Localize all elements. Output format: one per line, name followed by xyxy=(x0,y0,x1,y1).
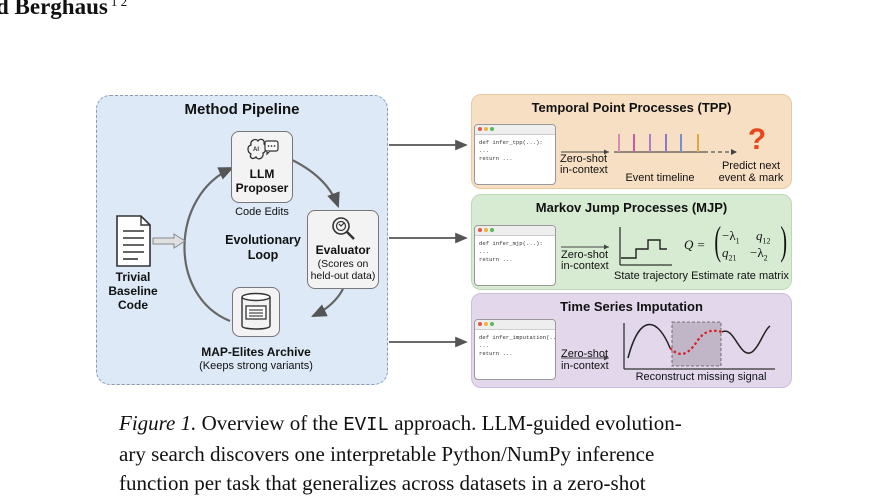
method-name: EVIL xyxy=(343,414,389,436)
tpp-timeline-label: Event timeline xyxy=(625,172,695,184)
document-icon xyxy=(116,215,151,267)
evaluator-title: Evaluator xyxy=(315,243,371,257)
ts-code-line: ... xyxy=(479,342,490,349)
baseline-to-loop-arrow xyxy=(152,233,186,249)
archive-sub: (Keeps strong variants) xyxy=(199,360,313,372)
tpp-code-window: def infer_tpp(...): ... return ... xyxy=(474,124,556,185)
baseline-label-3: Code xyxy=(118,298,148,312)
tpp-predict-1: Predict next xyxy=(721,160,781,172)
evaluator-node: Evaluator (Scores on held-out data) xyxy=(307,210,379,289)
loop-label-1: Evolutionary xyxy=(225,233,301,247)
magnifier-icon xyxy=(332,217,355,240)
ts-title: Time Series Imputation xyxy=(560,299,703,314)
baseline-label-1: Trivial xyxy=(115,270,151,284)
caption-text: Overview of the xyxy=(196,411,344,435)
svg-text:AI: AI xyxy=(253,147,259,153)
mjp-zero-shot-2: in-context xyxy=(561,260,609,272)
caption-text: approach. LLM-guided evolution- xyxy=(388,411,682,435)
brain-ai-icon: AI xyxy=(247,138,279,160)
tpp-code-line: return ... xyxy=(479,155,513,162)
mjp-rate-label: Estimate rate matrix xyxy=(691,270,789,282)
caption-line-3: function per task that generalizes acros… xyxy=(119,471,646,495)
ts-zero-shot-1: Zero-shot xyxy=(561,348,609,360)
evaluator-sub-2: held-out data) xyxy=(310,270,376,282)
matrix-b: q12 xyxy=(756,228,771,246)
archive-title: MAP-Elites Archive xyxy=(201,345,311,359)
proposer-title-2: Proposer xyxy=(235,181,289,195)
tpp-title: Temporal Point Processes (TPP) xyxy=(531,100,732,115)
mjp-code-line: ... xyxy=(479,248,490,255)
mjp-zero-shot-1: Zero-shot xyxy=(561,249,609,261)
pipeline-title: Method Pipeline xyxy=(184,101,300,118)
figure-caption: Figure 1. Overview of the EVIL approach.… xyxy=(119,409,682,498)
mjp-trajectory-label: State trajectory xyxy=(614,270,688,282)
loop-arrow-proposer-evaluator xyxy=(287,157,340,209)
mjp-state-trajectory xyxy=(561,227,672,266)
diagram-graphics xyxy=(116,134,775,370)
caption-line-2: ary search discovers one interpretable P… xyxy=(119,442,655,466)
tpp-zero-shot-1: Zero-shot xyxy=(560,153,608,165)
matrix-a: −λ1 xyxy=(722,228,740,246)
question-mark: ? xyxy=(747,123,767,156)
tpp-code-line: def infer_tpp(...): xyxy=(479,139,543,146)
figure-label: Figure 1. xyxy=(119,411,197,435)
mjp-code-line: return ... xyxy=(479,256,513,263)
evaluator-sub-1: (Scores on xyxy=(317,258,369,270)
ts-recon-label: Reconstruct missing signal xyxy=(635,371,767,383)
tpp-predict-2: event & mark xyxy=(718,172,784,184)
matrix-c: q21 xyxy=(722,245,737,263)
ts-code-line: return ... xyxy=(479,350,513,357)
mjp-title: Markov Jump Processes (MJP) xyxy=(535,200,728,215)
q-label: Q = xyxy=(684,237,706,252)
imputed-curve xyxy=(669,329,723,355)
tpp-zero-shot-2: in-context xyxy=(560,164,608,176)
tpp-event-timeline xyxy=(561,134,737,155)
rate-matrix: Q = ( ) −λ1 q12 q21 −λ2 xyxy=(684,218,787,263)
mjp-code-line: def infer_mjp(...): xyxy=(479,240,543,247)
ts-zero-shot-2: in-context xyxy=(561,360,609,372)
matrix-d: −λ2 xyxy=(750,245,768,263)
ts-code-line: def infer_imputation(...): xyxy=(479,334,556,341)
tpp-code-line: ... xyxy=(479,147,490,154)
mjp-code-window: def infer_mjp(...): ... return ... xyxy=(474,225,556,286)
archive-node xyxy=(232,287,280,337)
proposer-title-1: LLM xyxy=(249,167,275,181)
llm-proposer-node: AI LLM Proposer xyxy=(231,131,293,203)
proposer-sub: Code Edits xyxy=(235,206,289,218)
ts-code-window: def infer_imputation(...): ... return ..… xyxy=(474,319,556,380)
loop-label-2: Loop xyxy=(247,248,279,262)
loop-arrow-evaluator-archive xyxy=(311,288,344,317)
archive-tray-icon xyxy=(241,292,271,330)
loop-arrow-archive-proposer xyxy=(183,166,235,323)
ts-reconstruction-plot xyxy=(561,321,775,370)
baseline-label-2: Baseline xyxy=(108,284,158,298)
